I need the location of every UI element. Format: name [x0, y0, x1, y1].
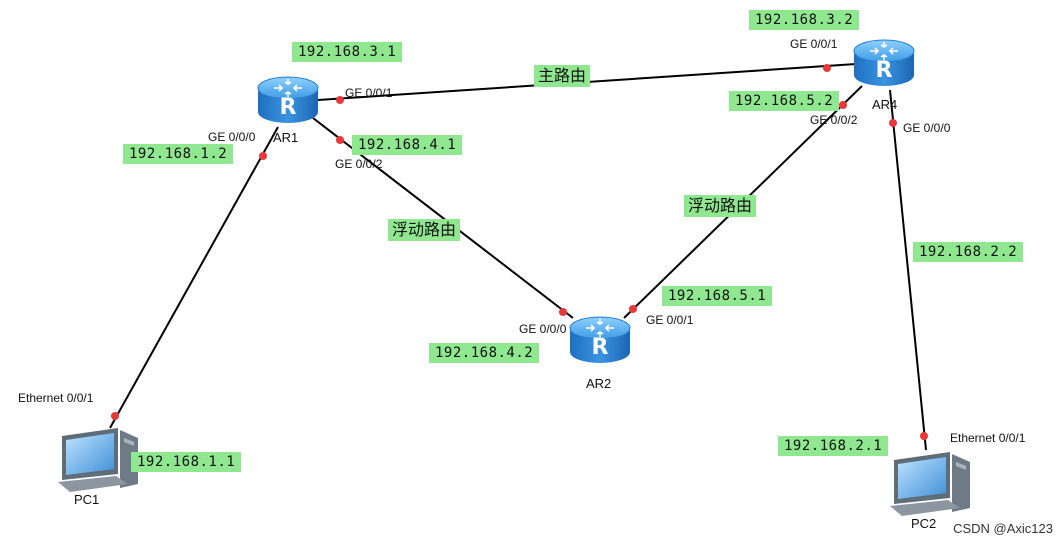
route-label-float-right: 浮动路由: [684, 195, 757, 217]
route-label-main: 主路由: [534, 65, 591, 87]
ip-label-ar2-g000: 192.168.4.2: [429, 343, 540, 363]
device-label-ar1: AR1: [273, 130, 299, 145]
port-label-ar1-g002: GE 0/0/2: [335, 157, 383, 171]
device-label-ar4: AR4: [872, 97, 898, 112]
port-dot-ar1-g000: [259, 152, 267, 160]
ip-label-ar4-g000: 192.168.2.2: [913, 242, 1024, 262]
port-label-ar4-g002: GE 0/0/2: [810, 113, 858, 127]
port-dot-ar1-g001: [336, 96, 344, 104]
port-dot-ar2-g001: [629, 305, 637, 313]
watermark: CSDN @Axic123: [953, 521, 1053, 536]
ip-label-ar4-g001: 192.168.3.2: [749, 10, 860, 30]
router-icon-ar4[interactable]: [853, 39, 915, 87]
pc-icon-pc1[interactable]: [58, 428, 138, 492]
port-label-pc1: Ethernet 0/0/1: [18, 391, 94, 405]
port-label-ar2-g001: GE 0/0/1: [646, 313, 694, 327]
ip-label-ar1-g001: 192.168.3.1: [292, 42, 403, 62]
ip-label-pc1: 192.168.1.1: [131, 452, 242, 472]
port-dot-pc1: [111, 412, 119, 420]
ip-label-ar1-g000: 192.168.1.2: [123, 144, 234, 164]
port-label-ar2-g000: GE 0/0/0: [519, 322, 567, 336]
port-dot-pc2: [920, 432, 928, 440]
port-dot-ar4-g002: [839, 101, 847, 109]
link-ar1-pc1: [109, 126, 279, 429]
ip-label-ar2-g001: 192.168.5.1: [662, 286, 773, 306]
port-label-ar4-g001: GE 0/0/1: [790, 37, 838, 51]
pc-icon-pc2[interactable]: [890, 452, 970, 516]
port-label-ar1-g001: GE 0/0/1: [345, 86, 393, 100]
route-label-float-left: 浮动路由: [388, 219, 461, 241]
port-label-pc2: Ethernet 0/0/1: [950, 431, 1026, 445]
port-dot-ar2-g000: [559, 308, 567, 316]
device-label-pc2: PC2: [911, 516, 937, 531]
ip-label-ar4-g002: 192.168.5.2: [729, 91, 840, 111]
ip-label-pc2: 192.168.2.1: [778, 436, 889, 456]
device-label-ar2: AR2: [586, 376, 612, 391]
link-ar4-pc2: [889, 89, 927, 451]
router-icon-ar2[interactable]: [569, 316, 631, 364]
router-icon-ar1[interactable]: [257, 76, 319, 124]
port-dot-ar4-g001: [823, 64, 831, 72]
port-label-ar1-g000: GE 0/0/0: [208, 130, 256, 144]
ip-label-ar1-g002: 192.168.4.1: [352, 135, 463, 155]
port-label-ar4-g000: GE 0/0/0: [903, 121, 951, 135]
port-dot-ar1-g002: [336, 136, 344, 144]
device-label-pc1: PC1: [74, 492, 100, 507]
port-dot-ar4-g000: [889, 119, 897, 127]
